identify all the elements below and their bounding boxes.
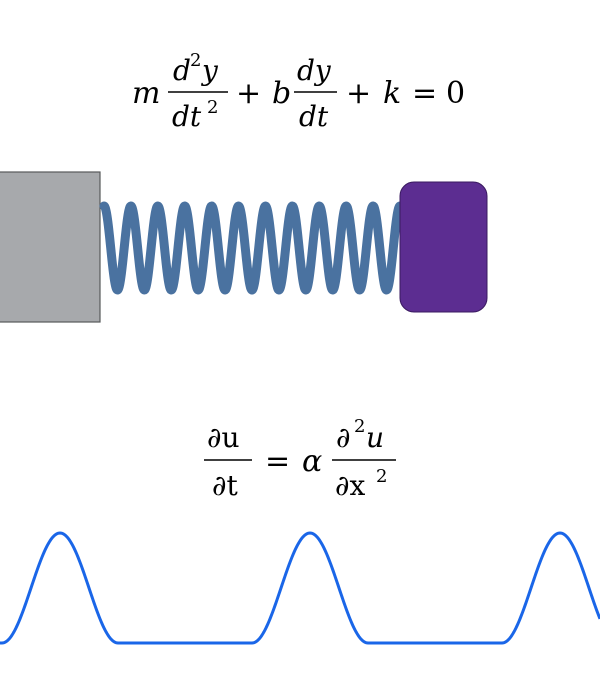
damping-symbol: b <box>272 76 291 111</box>
denominator-exponent: 2 <box>207 97 218 118</box>
second-derivative-fraction: d 2 y dt 2 <box>168 50 228 133</box>
denominator-dt: ∂t <box>212 469 238 502</box>
numerator-exponent: 2 <box>354 416 365 437</box>
second-spatial-derivative-fraction: ∂ 2 u ∂x 2 <box>332 416 396 502</box>
mass-block <box>399 181 488 313</box>
numerator-exponent: 2 <box>190 50 201 71</box>
stiffness-symbol: k <box>383 76 401 111</box>
numerator-u: u <box>366 421 384 454</box>
pulse-wave <box>0 531 600 645</box>
numerator-partial: ∂ <box>336 421 350 454</box>
diffusivity-symbol: α <box>302 444 322 479</box>
heat-equation: ∂u ∂t = α ∂ 2 u ∂x 2 <box>204 416 396 502</box>
denominator-exponent: 2 <box>376 466 387 487</box>
time-derivative-fraction: ∂u ∂t <box>204 421 252 502</box>
fixed-wall-block <box>0 171 101 323</box>
zero: 0 <box>446 76 465 111</box>
denominator-dx: ∂x <box>335 469 365 502</box>
mass-symbol: m <box>132 76 160 111</box>
numerator-y: y <box>200 54 219 87</box>
numerator-d: d <box>173 54 191 87</box>
numerator-du: ∂u <box>207 421 240 454</box>
plus-sign-2: + <box>346 76 371 111</box>
equals-sign: = <box>412 76 437 111</box>
damped-oscillator-equation: m d 2 y dt 2 + b dy dt + k = 0 <box>132 50 465 133</box>
mass-spring-system <box>0 171 488 323</box>
first-derivative-fraction: dy dt <box>294 54 337 133</box>
numerator-dy: dy <box>297 54 332 87</box>
denominator-dt: dt <box>299 100 329 133</box>
spring-coil <box>99 201 405 295</box>
plus-sign-1: + <box>236 76 261 111</box>
denominator-dt: dt <box>172 100 202 133</box>
equals-sign: = <box>265 444 290 479</box>
